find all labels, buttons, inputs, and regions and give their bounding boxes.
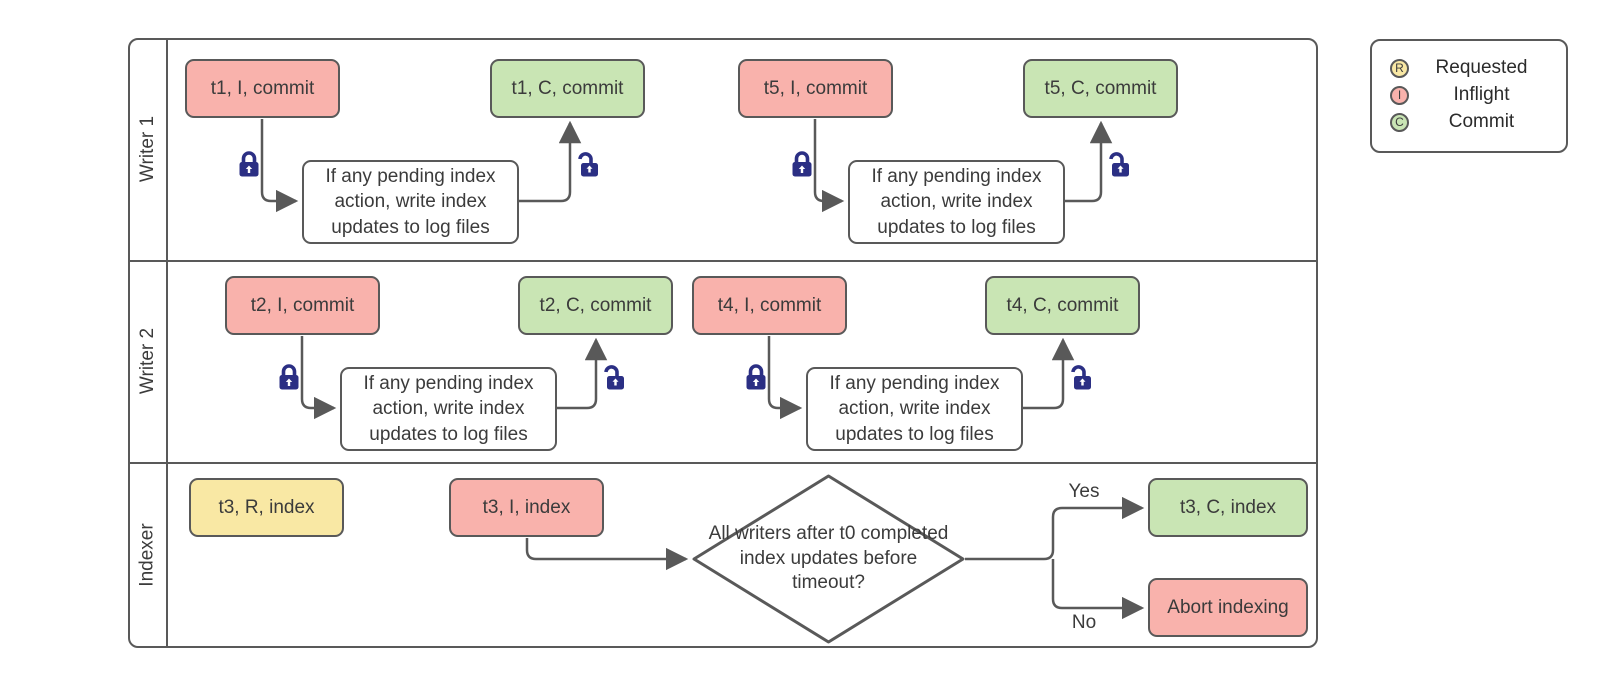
- node-t2-inflight: t2, I, commit: [225, 276, 380, 335]
- legend-item-commit: C Commit: [1390, 111, 1554, 133]
- node-t2-commit: t2, C, commit: [518, 276, 673, 335]
- node-t3-requested: t3, R, index: [189, 478, 344, 537]
- node-t1-inflight: t1, I, commit: [185, 59, 340, 118]
- decision-question: All writers after t0 completed index upd…: [708, 522, 949, 594]
- process-note-writer2-a: If any pending index action, write index…: [340, 367, 557, 451]
- lane-header-indexer: Indexer: [128, 462, 168, 648]
- lane-header-writer-2: Writer 2: [128, 260, 168, 462]
- branch-label-no: No: [1071, 612, 1097, 633]
- node-t3-commit: t3, C, index: [1148, 478, 1308, 537]
- decision-diamond: All writers after t0 completed index upd…: [692, 474, 965, 644]
- legend-item-requested: R Requested: [1390, 57, 1554, 79]
- node-t3-inflight: t3, I, index: [449, 478, 604, 537]
- inflight-state-icon: I: [1390, 85, 1409, 105]
- lane-label-column-divider: [166, 38, 168, 648]
- branch-label-yes: Yes: [1068, 481, 1100, 502]
- lane-header-writer-1: Writer 1: [128, 38, 168, 260]
- legend-label-commit: Commit: [1448, 111, 1515, 132]
- lane-divider-2: [128, 462, 1318, 464]
- commit-state-icon: C: [1390, 112, 1409, 132]
- node-abort-indexing: Abort indexing: [1148, 578, 1308, 637]
- lane-label-writer-1: Writer 1: [137, 115, 159, 183]
- legend: R Requested I Inflight C Commit: [1370, 39, 1568, 153]
- requested-state-icon: R: [1390, 58, 1409, 78]
- node-t5-inflight: t5, I, commit: [738, 59, 893, 118]
- node-t5-commit: t5, C, commit: [1023, 59, 1178, 118]
- node-t1-commit: t1, C, commit: [490, 59, 645, 118]
- process-note-writer1-b: If any pending index action, write index…: [848, 160, 1065, 244]
- legend-label-requested: Requested: [1435, 57, 1528, 78]
- legend-item-inflight: I Inflight: [1390, 84, 1554, 106]
- lane-divider-1: [128, 260, 1318, 262]
- process-note-writer1-a: If any pending index action, write index…: [302, 160, 519, 244]
- node-t4-commit: t4, C, commit: [985, 276, 1140, 335]
- process-note-writer2-b: If any pending index action, write index…: [806, 367, 1023, 451]
- node-t4-inflight: t4, I, commit: [692, 276, 847, 335]
- legend-label-inflight: Inflight: [1453, 84, 1510, 105]
- lane-label-writer-2: Writer 2: [137, 327, 159, 395]
- decision-diamond-shape: [692, 474, 965, 644]
- lane-label-indexer: Indexer: [137, 523, 158, 587]
